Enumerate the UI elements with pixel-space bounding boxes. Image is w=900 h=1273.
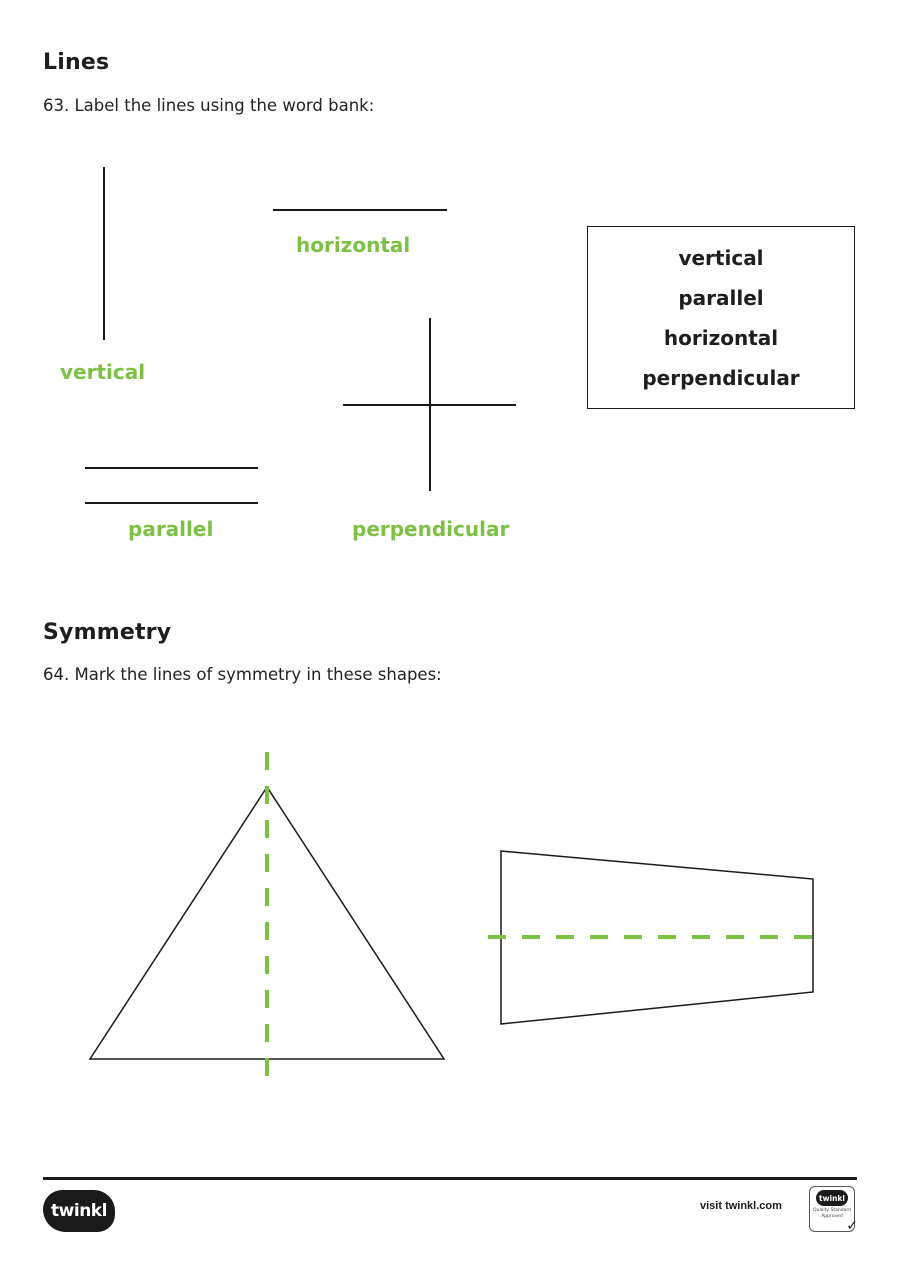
answer-vertical: vertical bbox=[60, 360, 146, 384]
badge-caption: Quality Standard Approved bbox=[813, 1208, 851, 1219]
trapezium-shape bbox=[500, 850, 814, 1025]
perpendicular-horizontal-line bbox=[343, 404, 516, 406]
checkmark-icon: ✓ bbox=[846, 1218, 858, 1234]
word-bank-item: horizontal bbox=[663, 325, 779, 350]
parallel-line-bottom bbox=[85, 502, 258, 504]
answer-horizontal: horizontal bbox=[296, 233, 411, 257]
symmetry-heading: Symmetry bbox=[43, 620, 172, 645]
parallel-line-top bbox=[85, 467, 258, 469]
answer-perpendicular: perpendicular bbox=[352, 517, 510, 541]
quality-badge: twinkl Quality Standard Approved ✓ bbox=[809, 1186, 858, 1234]
visit-link[interactable]: visit twinkl.com bbox=[700, 1200, 782, 1212]
answer-parallel: parallel bbox=[128, 517, 214, 541]
question-63: 63. Label the lines using the word bank: bbox=[43, 96, 375, 115]
horizontal-line bbox=[273, 209, 447, 211]
badge-logo-text: twinkl bbox=[819, 1193, 845, 1203]
badge-logo: twinkl bbox=[816, 1190, 848, 1206]
word-bank-item: parallel bbox=[678, 285, 764, 310]
footer-divider bbox=[43, 1177, 857, 1180]
question-64: 64. Mark the lines of symmetry in these … bbox=[43, 665, 442, 684]
twinkl-logo-text: twinkl bbox=[51, 1201, 107, 1221]
word-bank-item: vertical bbox=[678, 245, 764, 270]
lines-heading: Lines bbox=[43, 50, 110, 75]
word-bank: vertical parallel horizontal perpendicul… bbox=[587, 226, 855, 409]
twinkl-logo: twinkl bbox=[43, 1190, 115, 1232]
word-bank-item: perpendicular bbox=[642, 365, 800, 390]
vertical-line bbox=[103, 167, 105, 340]
